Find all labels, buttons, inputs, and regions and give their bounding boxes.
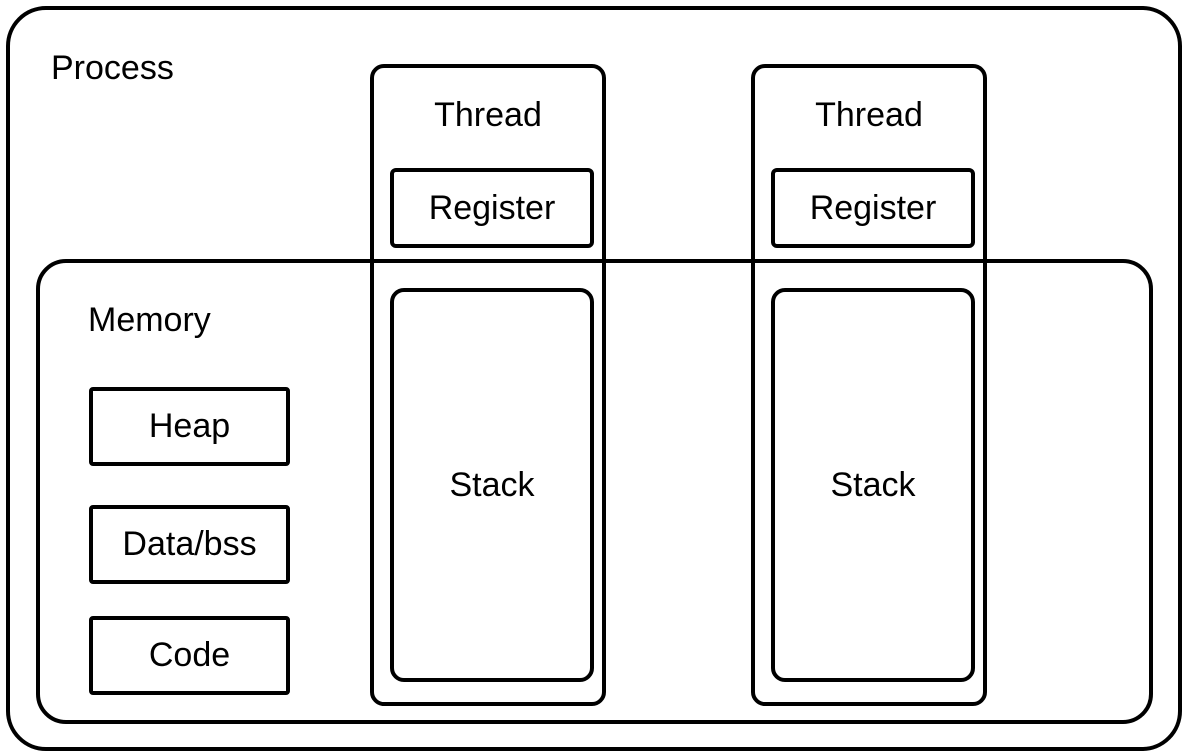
heap-label: Heap [148, 407, 231, 445]
thread-box-1: Thread Register Stack [370, 64, 606, 706]
data-bss-label: Data/bss [122, 525, 257, 563]
memory-box [36, 259, 1153, 724]
thread-box-2: Thread Register Stack [751, 64, 987, 706]
process-label: Process [51, 49, 174, 87]
memory-label: Memory [88, 301, 211, 339]
register-box-1: Register [390, 168, 594, 248]
register-label-2: Register [809, 188, 937, 227]
stack-box-1: Stack [390, 288, 594, 682]
thread-title-2: Thread [815, 96, 923, 134]
code-box: Code [89, 616, 290, 695]
heap-box: Heap [89, 387, 290, 466]
register-label-1: Register [428, 188, 556, 227]
stack-label-1: Stack [449, 465, 535, 504]
stack-label-2: Stack [830, 465, 916, 504]
data-bss-box: Data/bss [89, 505, 290, 584]
code-label: Code [148, 636, 231, 674]
thread-title-1: Thread [434, 96, 542, 134]
register-box-2: Register [771, 168, 975, 248]
stack-box-2: Stack [771, 288, 975, 682]
